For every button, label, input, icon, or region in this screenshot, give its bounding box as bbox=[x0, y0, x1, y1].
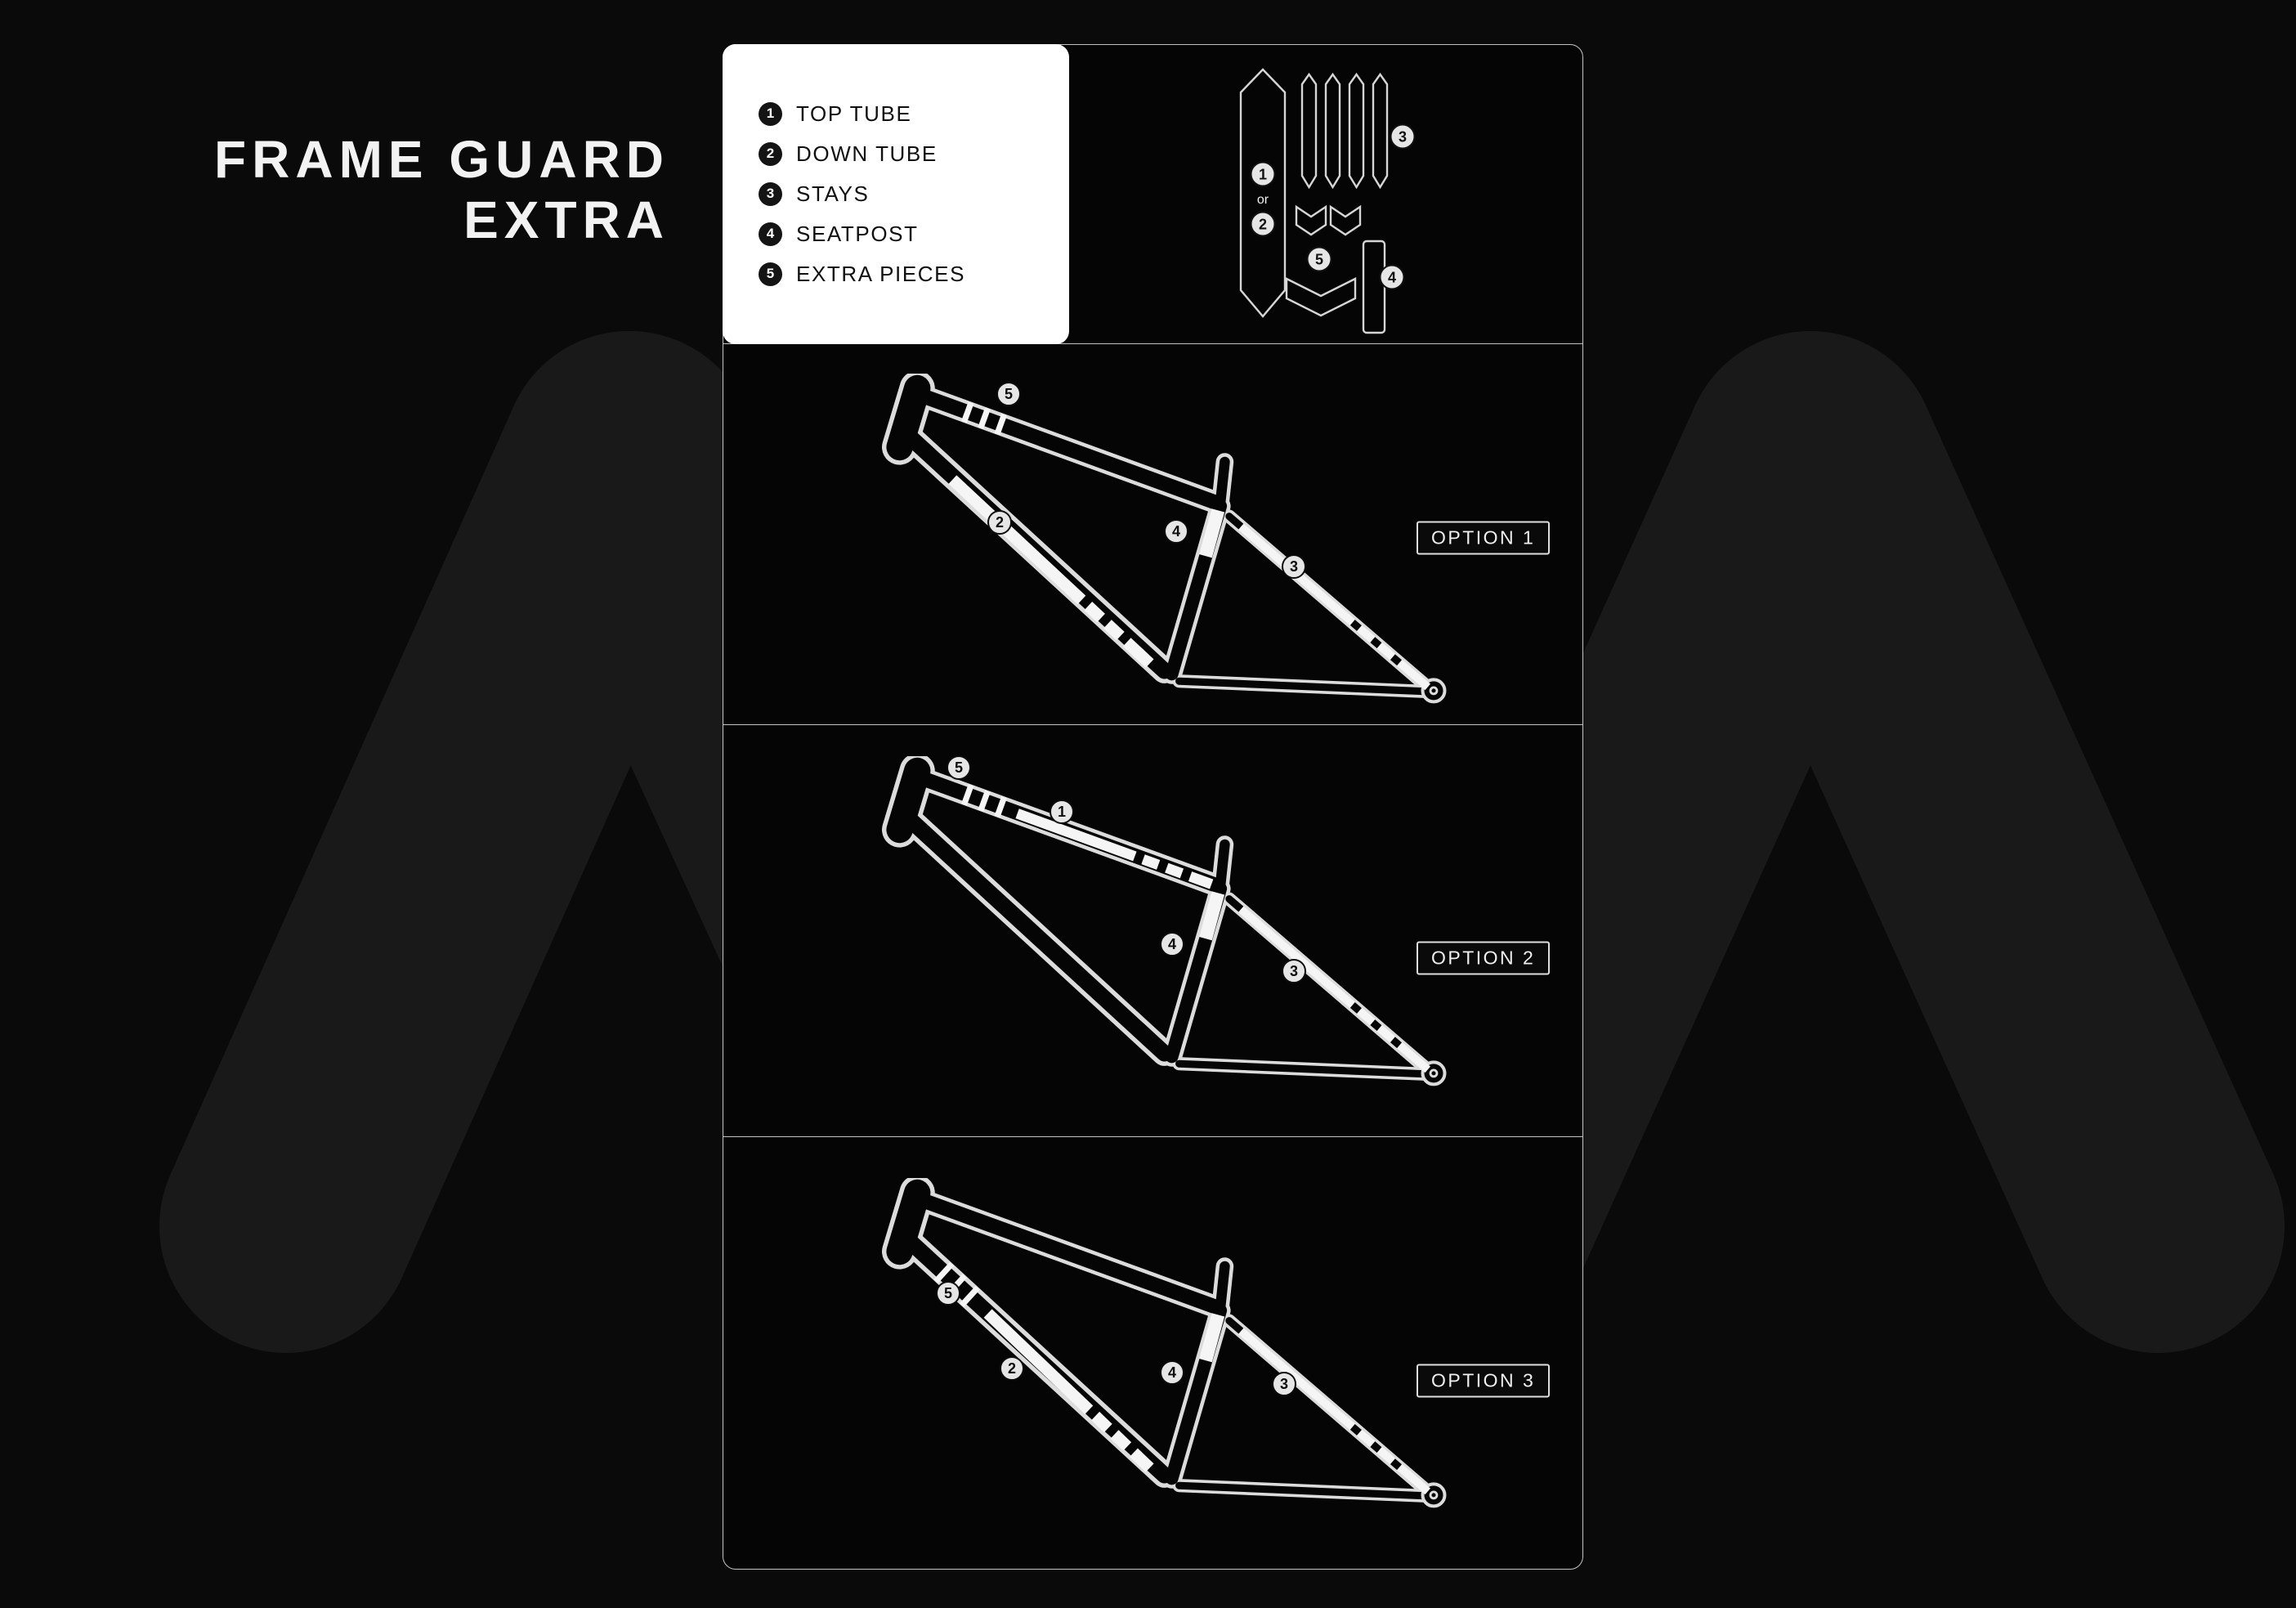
callout-stays: 3 bbox=[1282, 554, 1306, 579]
callout-extra-pieces: 5 bbox=[936, 1281, 960, 1306]
callout-seatpost: 4 bbox=[1164, 519, 1188, 544]
legend-item-seatpost: 4 SEATPOST bbox=[759, 222, 1069, 246]
piece-label-1: 1 bbox=[1259, 167, 1267, 183]
piece-label-1-bubble bbox=[1250, 161, 1276, 187]
guards-option-2 bbox=[961, 784, 1431, 1073]
callout-seatpost: 4 bbox=[1160, 932, 1184, 956]
main-strip-piece bbox=[1239, 68, 1287, 318]
title-line-1: FRAME GUARD bbox=[214, 130, 669, 189]
piece-label-4: 4 bbox=[1388, 270, 1396, 286]
legend-label: DOWN TUBE bbox=[796, 141, 938, 166]
extra-chevron-piece bbox=[1329, 204, 1362, 236]
stay-strip-piece bbox=[1348, 72, 1365, 190]
option-2-badge: OPTION 2 bbox=[1417, 941, 1551, 975]
header-row: 1 TOP TUBE 2 DOWN TUBE 3 STAYS 4 SEATPOS… bbox=[723, 44, 1582, 344]
piece-label-2-bubble bbox=[1250, 211, 1276, 237]
option-2-panel: 5 1 4 3 OPTION 2 bbox=[723, 724, 1582, 1136]
legend-label: TOP TUBE bbox=[796, 101, 912, 126]
option-1-panel: 5 2 4 3 OPTION 1 bbox=[723, 343, 1582, 724]
stay-strip-piece bbox=[1372, 72, 1389, 190]
legend-number-badge: 4 bbox=[759, 222, 782, 246]
callout-extra-pieces: 5 bbox=[996, 382, 1021, 406]
extra-chevron-piece bbox=[1285, 277, 1357, 317]
bike-frame-option-3 bbox=[882, 1178, 1470, 1531]
page-title: FRAME GUARD EXTRA bbox=[214, 129, 669, 250]
legend-box: 1 TOP TUBE 2 DOWN TUBE 3 STAYS 4 SEATPOS… bbox=[723, 44, 1069, 344]
legend-label: STAYS bbox=[796, 181, 870, 206]
piece-label-2: 2 bbox=[1259, 217, 1267, 233]
legend-number-badge: 1 bbox=[759, 101, 782, 126]
bike-frame-option-1 bbox=[882, 374, 1470, 727]
piece-label-3: 3 bbox=[1399, 129, 1407, 146]
seatpost-piece bbox=[1362, 240, 1386, 334]
stay-strip-piece bbox=[1324, 72, 1341, 190]
content-frame: 1 TOP TUBE 2 DOWN TUBE 3 STAYS 4 SEATPOS… bbox=[723, 44, 1583, 1570]
callout-top-tube: 1 bbox=[1050, 800, 1074, 824]
title-line-2: EXTRA bbox=[463, 190, 669, 250]
bike-frame-option-2 bbox=[882, 756, 1470, 1109]
legend-item-down-tube: 2 DOWN TUBE bbox=[759, 141, 1069, 166]
callout-down-tube: 2 bbox=[1000, 1356, 1024, 1381]
piece-label-4-bubble bbox=[1379, 264, 1405, 290]
guard-pieces-diagram: 1 or 2 3 5 4 bbox=[1239, 68, 1416, 334]
legend-label: EXTRA PIECES bbox=[796, 261, 966, 286]
extra-chevron-piece bbox=[1295, 204, 1327, 236]
callout-down-tube: 2 bbox=[987, 510, 1012, 535]
legend-number-badge: 2 bbox=[759, 141, 782, 166]
callout-stays: 3 bbox=[1282, 959, 1306, 983]
option-1-badge: OPTION 1 bbox=[1417, 521, 1551, 555]
stay-strip-piece bbox=[1300, 72, 1318, 190]
piece-label-or: or bbox=[1257, 193, 1269, 207]
legend-item-extra-pieces: 5 EXTRA PIECES bbox=[759, 262, 1069, 286]
piece-label-5-bubble bbox=[1306, 246, 1332, 272]
legend-item-top-tube: 1 TOP TUBE bbox=[759, 101, 1069, 126]
guards-option-3 bbox=[933, 1261, 1431, 1495]
piece-label-3-bubble bbox=[1390, 123, 1416, 150]
option-3-panel: 5 2 4 3 OPTION 3 bbox=[723, 1136, 1582, 1570]
legend-label: SEATPOST bbox=[796, 221, 919, 246]
option-3-badge: OPTION 3 bbox=[1417, 1364, 1551, 1398]
callout-stays: 3 bbox=[1272, 1372, 1296, 1396]
callout-extra-pieces: 5 bbox=[947, 755, 971, 780]
legend-item-stays: 3 STAYS bbox=[759, 181, 1069, 206]
legend-number-badge: 3 bbox=[759, 181, 782, 206]
piece-label-5: 5 bbox=[1315, 252, 1323, 268]
callout-seatpost: 4 bbox=[1160, 1360, 1184, 1385]
legend-number-badge: 5 bbox=[759, 262, 782, 286]
guards-option-1 bbox=[948, 401, 1431, 691]
